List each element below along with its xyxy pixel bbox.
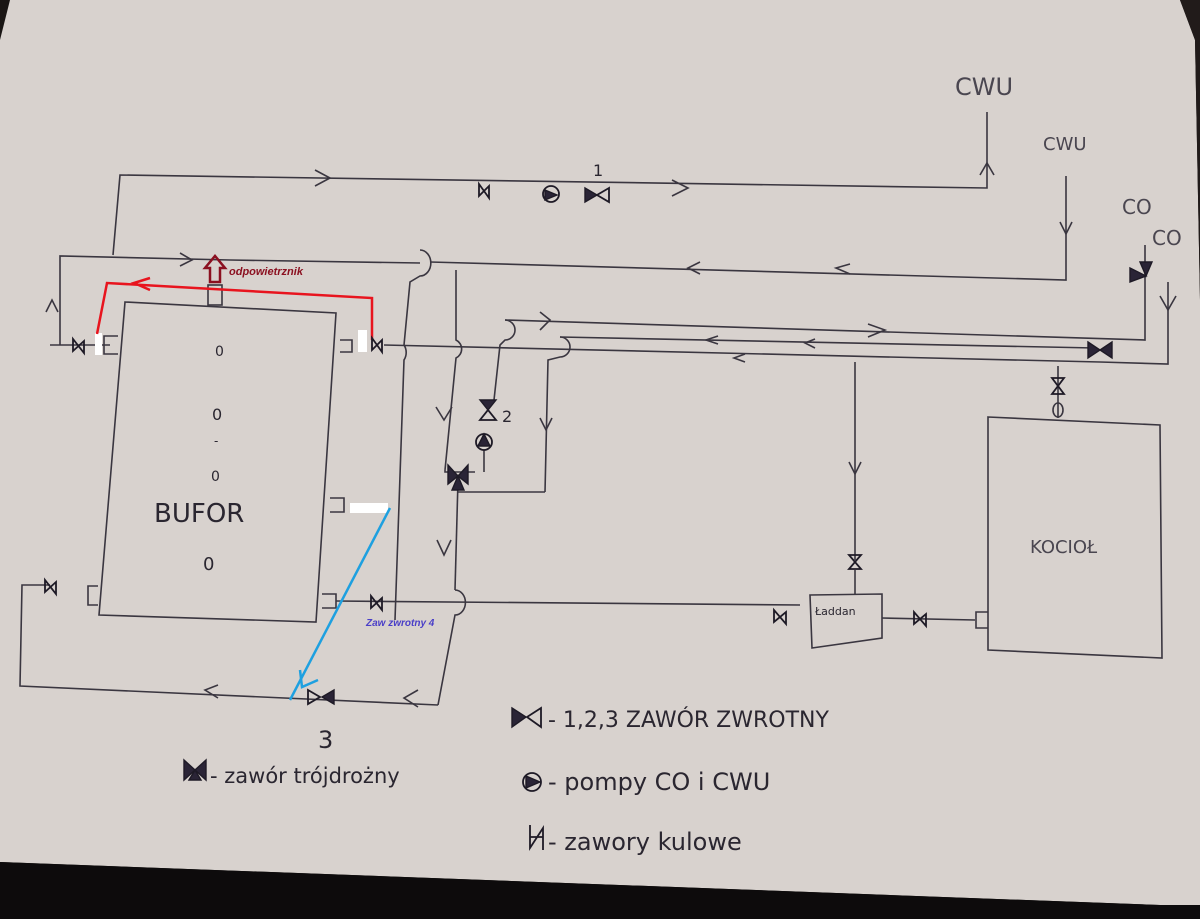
background-corner: [1180, 0, 1200, 300]
cwu-return-label: CWU: [1043, 134, 1087, 155]
legend-text: - 1,2,3 ZAWÓR ZWROTNY: [548, 707, 829, 733]
check-valve-icon: [511, 706, 542, 729]
check-valve-1-number: 1: [593, 161, 603, 180]
boiler: KOCIOŁ: [987, 366, 1163, 659]
legend-item-three-way-valve: - zawór trójdrożny: [183, 758, 400, 788]
buffer-tank-label: BUFOR: [154, 499, 244, 529]
ball-valve-icon: [529, 824, 544, 852]
cwu-supply-label: CWU: [955, 73, 1013, 101]
check-valve-icon: [478, 399, 498, 421]
three-way-valve-icon: [183, 758, 207, 782]
air-vent-red-line: [95, 276, 374, 340]
air-vent-arrow-icon: [202, 254, 228, 284]
legend-text: - zawory kulowe: [548, 828, 742, 856]
co-return-label: CO: [1152, 226, 1182, 250]
buffer-port-mark: 0: [211, 469, 220, 485]
legend-item-pump: - pompy CO i CWU: [522, 768, 770, 796]
buffer-port-mark: 0: [212, 405, 222, 424]
legend-text: - zawór trójdrożny: [210, 764, 400, 788]
pump-icon: [542, 185, 560, 203]
buffer-tank: BUFOR 0 0 - 0 0: [87, 284, 353, 623]
three-way-valve-icon: [1087, 340, 1113, 360]
co-supply-label: CO: [1122, 195, 1152, 219]
background-bottom: [0, 862, 1200, 919]
check-valve-icon: [307, 688, 335, 706]
marker-white: [358, 330, 367, 352]
vent-stub: [207, 284, 223, 306]
buffer-port: [330, 497, 345, 513]
ball-valve-icon: [44, 577, 57, 597]
ball-valve-icon: [478, 181, 490, 201]
check-valve-4-annotation: Zaw zwrotny 4: [365, 618, 435, 629]
ball-valve-icon: [773, 607, 787, 627]
marker-white: [95, 333, 102, 355]
three-way-valve-icon: [447, 463, 469, 491]
check-valve-2-number: 2: [502, 407, 512, 426]
pump-icon: [522, 772, 542, 792]
check-valve-3-number: 3: [318, 726, 333, 754]
boiler-label: KOCIOŁ: [1030, 537, 1098, 558]
sludge-separator-label: Ładdan: [814, 605, 856, 618]
cwu-supply-line: [112, 112, 995, 256]
buffer-port-mark: -: [214, 434, 218, 448]
air-vent-annotation: odpowietrznik: [229, 266, 304, 278]
pump-icon: [475, 432, 493, 451]
legend-item-ball-valve: - zawory kulowe: [529, 824, 742, 856]
blue-overlay-line: [288, 507, 392, 701]
three-way-valve-icon: [1129, 261, 1154, 284]
ball-valve-icon: [913, 609, 927, 629]
boiler-port: [975, 611, 988, 629]
ball-valve-icon: [371, 335, 383, 355]
legend: - 1,2,3 ZAWÓR ZWROTNY - pompy CO i CWU -…: [183, 706, 829, 856]
buffer-port: [87, 585, 98, 606]
marker-white: [350, 503, 388, 513]
pipe-crossover-hops: [394, 249, 571, 621]
buffer-port: [340, 339, 353, 353]
buffer-port-mark: 0: [215, 344, 224, 360]
legend-text: - pompy CO i CWU: [548, 768, 770, 796]
check-valve-4-icon: [370, 593, 383, 613]
buffer-port-mark: 0: [203, 554, 214, 575]
boiler-return-pipe: [881, 617, 976, 621]
lower-return-line: [19, 584, 801, 708]
sludge-separator: Ładdan: [809, 362, 883, 649]
legend-item-check-valve: - 1,2,3 ZAWÓR ZWROTNY: [511, 706, 829, 733]
cwu-return-line: [429, 176, 1073, 281]
check-valve-icon: [584, 186, 610, 204]
